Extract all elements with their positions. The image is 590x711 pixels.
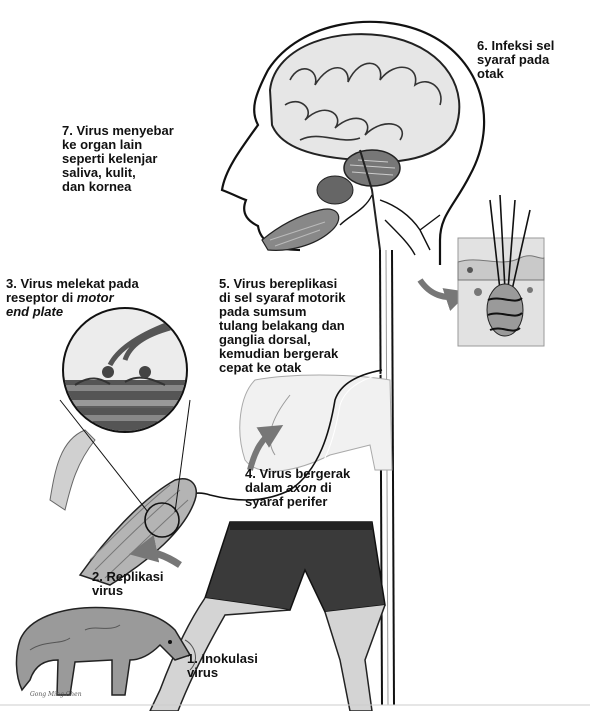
label-line: 4. Virus bergerak xyxy=(245,467,350,481)
label-text: reseptor di xyxy=(6,290,77,305)
shorts xyxy=(205,522,385,612)
label-step3-receptor-attachment: 3. Virus melekat pada reseptor di motor … xyxy=(6,277,139,319)
label-line: 3. Virus melekat pada xyxy=(6,277,139,291)
label-line: saliva, kulit, xyxy=(62,166,174,180)
label-line: cepat ke otak xyxy=(219,361,345,375)
cranial-nerves xyxy=(340,195,440,255)
label-line: otak xyxy=(477,67,554,81)
salivary-gland xyxy=(262,176,353,250)
label-line: virus xyxy=(92,584,164,598)
label-italic-text: axon xyxy=(286,480,316,495)
arrow-brain-to-skin xyxy=(420,280,460,297)
label-line: ke organ lain xyxy=(62,138,174,152)
label-line: 1. Inokulasi xyxy=(187,652,258,666)
label-line: 7. Virus menyebar xyxy=(62,124,174,138)
label-line: ganglia dorsal, xyxy=(219,333,345,347)
label-line: 5. Virus bereplikasi xyxy=(219,277,345,291)
illustrator-credit: Gong Ming Chen xyxy=(30,691,82,698)
label-line: end plate xyxy=(6,305,139,319)
label-line: pada sumsum xyxy=(219,305,345,319)
label-step5-replication-spinal: 5. Virus bereplikasi di sel syaraf motor… xyxy=(219,277,345,375)
label-line: seperti kelenjar xyxy=(62,152,174,166)
label-step6-brain-infection: 6. Infeksi sel syaraf pada otak xyxy=(477,39,554,81)
label-line: reseptor di motor xyxy=(6,291,139,305)
label-step2-virus-replication: 2. Replikasi virus xyxy=(92,570,164,598)
motor-end-plate-magnifier xyxy=(60,308,190,440)
skin-hair-follicle xyxy=(458,195,544,346)
label-step4-axon-transport: 4. Virus bergerak dalam axon di syaraf p… xyxy=(245,467,350,509)
label-step1-inoculation: 1. Inokulasi virus xyxy=(187,652,258,680)
label-italic-text: motor xyxy=(77,290,114,305)
label-line: syaraf pada xyxy=(477,53,554,67)
label-italic-text: end plate xyxy=(6,304,63,319)
label-line: virus xyxy=(187,666,258,680)
label-line: di sel syaraf motorik xyxy=(219,291,345,305)
label-line: 6. Infeksi sel xyxy=(477,39,554,53)
label-step7-spread-to-organs: 7. Virus menyebar ke organ lain seperti … xyxy=(62,124,174,194)
human-body xyxy=(240,375,392,471)
label-line: kemudian bergerak xyxy=(219,347,345,361)
label-line: dan kornea xyxy=(62,180,174,194)
label-line: tulang belakang dan xyxy=(219,319,345,333)
label-line: dalam axon di xyxy=(245,481,350,495)
label-line: syaraf perifer xyxy=(245,495,350,509)
label-line: 2. Replikasi xyxy=(92,570,164,584)
label-text: dalam xyxy=(245,480,286,495)
spinal-cord xyxy=(380,250,394,705)
label-text: di xyxy=(317,480,332,495)
